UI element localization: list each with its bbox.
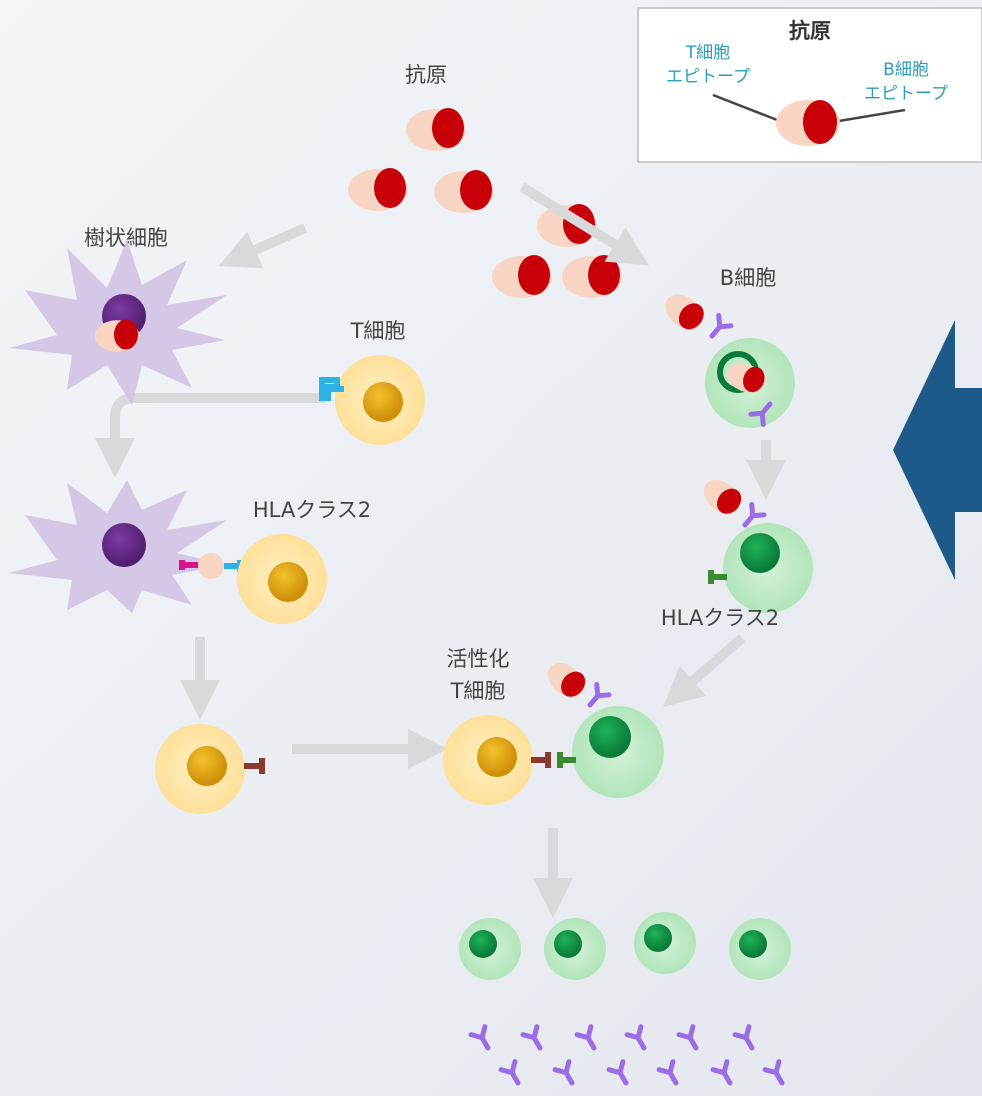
antigen-particle — [406, 108, 466, 151]
antibody-icon — [713, 1062, 737, 1087]
primed-t-cell — [155, 724, 265, 814]
legend-title: 抗原 — [789, 19, 831, 43]
t-cell-1 — [319, 355, 425, 445]
hla-class2-molecule — [708, 570, 727, 584]
antibody-icon — [577, 1027, 601, 1052]
hla-class2-molecule — [179, 560, 198, 570]
legend-b-epitope-line2: エピトープ — [864, 84, 948, 104]
t-cell-nucleus — [187, 746, 227, 786]
tcr-receptor — [224, 560, 243, 572]
plasma-cell — [544, 918, 606, 980]
b-cell-label: B細胞 — [720, 266, 776, 290]
t-cell-nucleus — [363, 382, 403, 422]
t-cell-label: T細胞 — [350, 319, 406, 343]
legend-b-epitope-line1: B細胞 — [883, 60, 929, 80]
antibody-icon — [555, 1062, 579, 1087]
antigen-cluster — [348, 108, 622, 298]
antibody-icon — [523, 1027, 547, 1052]
b-epitope-pointer — [832, 108, 906, 124]
tcr-receptor — [319, 377, 344, 401]
activated-t-cell-label-line2: T細胞 — [450, 679, 506, 703]
cd40l-molecule — [244, 758, 265, 774]
antibody-icon — [471, 1027, 495, 1052]
hla-class2-left-label: HLAクラス2 — [253, 498, 371, 522]
bound-antigen — [541, 655, 592, 705]
bound-antigen — [658, 286, 710, 337]
hla-class2-molecule — [557, 752, 576, 768]
antibody-icon — [765, 1062, 789, 1087]
t-cell-nucleus — [268, 562, 308, 602]
antigen-particle — [492, 255, 552, 298]
b-cell-2 — [697, 472, 813, 613]
hla-tcr-interaction — [179, 534, 327, 624]
plasma-cell — [634, 912, 696, 974]
antigen-particle — [434, 170, 494, 213]
hla-class2-right-label: HLAクラス2 — [661, 606, 779, 630]
legend-antigen-icon — [776, 100, 840, 146]
antigen-particle — [348, 168, 408, 211]
antibody-icon — [627, 1027, 651, 1052]
dendritic-cell-2 — [9, 480, 227, 613]
plasma-cell — [729, 918, 791, 980]
arrow-to-activated-b — [662, 634, 746, 708]
bound-antigen — [697, 472, 748, 522]
b-cell-nucleus — [589, 716, 631, 758]
presented-peptide — [198, 553, 224, 579]
dendritic-nucleus — [102, 523, 146, 567]
legend-t-epitope-line1: T細胞 — [685, 43, 730, 63]
arrow-to-bcell — [519, 182, 650, 266]
legend-t-epitope-line2: エピトープ — [666, 67, 750, 87]
arrow-tcell-to-dendritic — [95, 393, 325, 478]
proliferated-b-cells — [459, 912, 791, 980]
bcr-antibody — [706, 316, 731, 342]
activated-t-b-synapse — [443, 655, 664, 805]
secreted-antibodies — [471, 1027, 789, 1087]
plasma-cell — [459, 918, 521, 980]
b-cell-1 — [658, 286, 795, 428]
flow-arrows — [95, 182, 786, 918]
activated-t-cell-label-line1: 活性化 — [447, 647, 510, 671]
bcr-antibody — [584, 685, 609, 711]
b-cell-nucleus — [740, 533, 780, 573]
antigen-label: 抗原 — [405, 63, 447, 87]
big-left-arrow — [893, 320, 982, 580]
antigen-particle — [562, 255, 622, 298]
antibody-icon — [735, 1027, 759, 1052]
antibody-icon — [659, 1062, 683, 1087]
legend-box: 抗原 T細胞 エピトープ B細胞 エピトープ — [637, 7, 982, 163]
antibody-icon — [501, 1062, 525, 1087]
antibody-icon — [609, 1062, 633, 1087]
t-cell-nucleus — [477, 737, 517, 777]
cd40l-molecule — [531, 752, 551, 768]
dendritic-cell-1 — [9, 240, 227, 405]
antibody-icon — [679, 1027, 703, 1052]
arrow-to-dendritic — [218, 223, 308, 269]
